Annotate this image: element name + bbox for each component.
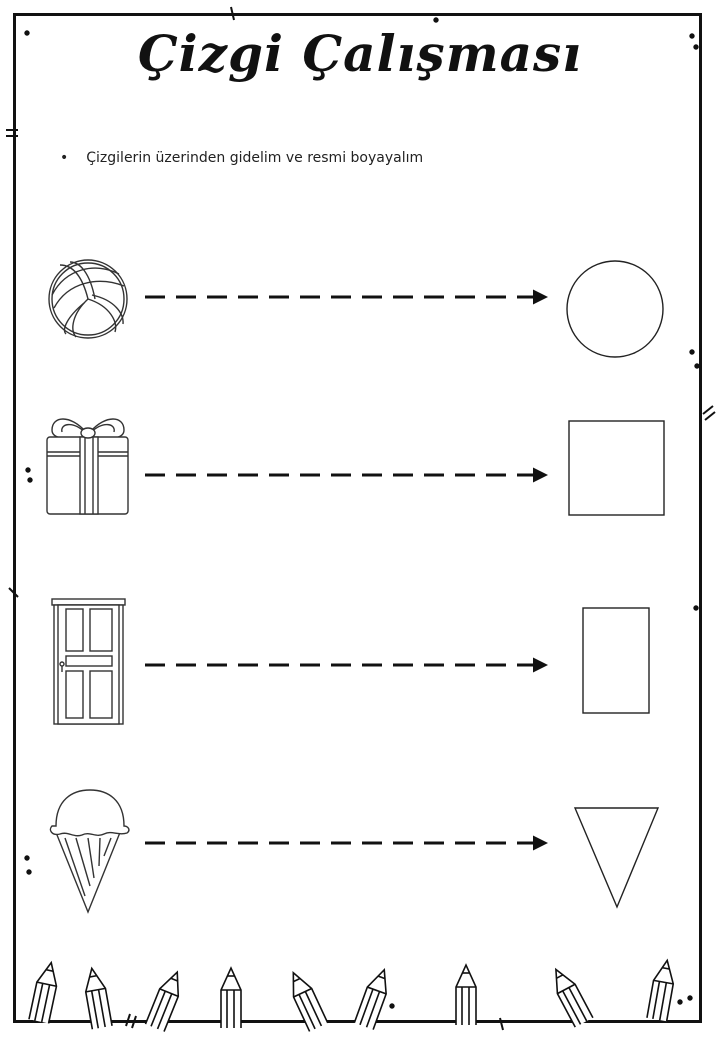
circle-shape bbox=[566, 260, 664, 358]
pencil-icon bbox=[455, 963, 477, 1025]
page-title: Çizgi Çalışması bbox=[137, 24, 583, 83]
door-icon bbox=[51, 598, 126, 725]
pencil-border-decoration bbox=[28, 958, 675, 1032]
decorative-marks bbox=[6, 6, 716, 1031]
pencil-icon bbox=[84, 966, 113, 1030]
square-shape bbox=[568, 420, 665, 516]
pencil-icon bbox=[555, 967, 594, 1028]
pencil-icon bbox=[353, 967, 387, 1030]
pencil-icon bbox=[144, 970, 180, 1032]
instruction-bullet: • bbox=[60, 150, 69, 166]
pencil-icon bbox=[292, 971, 329, 1032]
volleyball-icon bbox=[48, 259, 128, 339]
pencil-icon bbox=[220, 966, 242, 1028]
ice-cream-cone-icon bbox=[49, 789, 130, 914]
pencil-icon bbox=[28, 960, 58, 1024]
triangle-shape bbox=[573, 807, 660, 909]
instruction-text: Çizgilerin üzerinden gidelim ve resmi bo… bbox=[86, 150, 424, 166]
pencil-icon bbox=[646, 958, 675, 1022]
gift-box-icon bbox=[46, 418, 129, 515]
rectangle-shape bbox=[582, 607, 650, 714]
instruction-line: • Çizgilerin üzerinden gidelim ve resmi b… bbox=[60, 150, 423, 166]
